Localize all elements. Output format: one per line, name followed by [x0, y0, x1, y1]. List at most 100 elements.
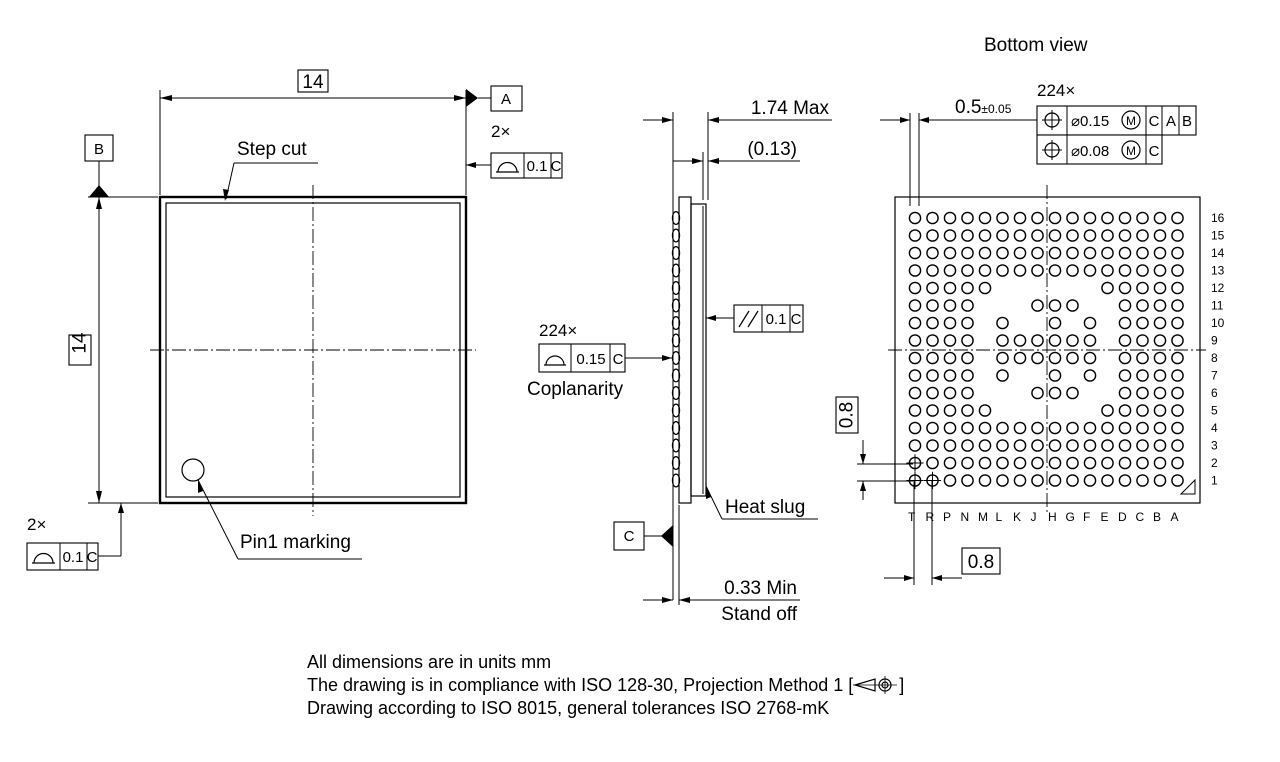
heat-slug-body [690, 203, 707, 497]
solder-ball [996, 246, 1009, 260]
solder-ball [1031, 439, 1044, 452]
solder-ball [1118, 334, 1132, 347]
solder-ball [1013, 246, 1027, 260]
solder-ball [1118, 351, 1132, 365]
solder-ball [1101, 229, 1114, 242]
solder-ball [1048, 386, 1062, 400]
solder-ball [961, 281, 974, 295]
row-label: 5 [1211, 404, 1218, 418]
solder-ball [1118, 299, 1132, 312]
row-label: 12 [1211, 281, 1225, 295]
side-solder-ball [671, 421, 681, 436]
solder-ball [1013, 439, 1027, 452]
solder-ball [1153, 211, 1167, 225]
horizontal-pitch-value: 0.8 [968, 552, 994, 573]
side-solder-ball [671, 333, 681, 348]
solder-ball [926, 229, 939, 242]
solder-ball [978, 211, 992, 225]
flatness-datum-top: C [551, 158, 562, 175]
solder-ball [961, 456, 974, 470]
solder-ball [926, 439, 939, 452]
solder-ball [1013, 211, 1027, 225]
side-solder-ball [671, 211, 681, 226]
solder-ball [1066, 264, 1079, 277]
ball-diameter-value: 0.5±0.05 [955, 97, 1012, 118]
solder-ball [1066, 456, 1079, 470]
max-height-value: 1.74 Max [751, 98, 830, 119]
solder-ball [1066, 386, 1079, 400]
solder-ball [1118, 229, 1132, 242]
solder-ball [1013, 264, 1027, 277]
solder-ball [943, 404, 957, 417]
solder-ball [978, 281, 992, 295]
solder-ball [1031, 211, 1044, 225]
solder-ball [1118, 281, 1132, 295]
solder-ball [1136, 316, 1149, 330]
solder-ball [1153, 474, 1167, 487]
solder-ball [1136, 246, 1149, 260]
side-solder-ball [671, 456, 681, 471]
solder-ball [996, 474, 1009, 487]
row-label: 15 [1211, 229, 1225, 243]
position-tol-1-value: ⌀0.15 [1071, 113, 1109, 130]
solder-ball [1048, 369, 1062, 382]
solder-ball [1118, 404, 1132, 417]
solder-ball [1083, 316, 1097, 330]
solder-ball [943, 439, 957, 452]
solder-ball [926, 421, 939, 435]
position-tol-2-value: ⌀0.08 [1071, 143, 1109, 160]
position-icon [1042, 110, 1062, 130]
solder-ball [1171, 386, 1184, 400]
coplanarity-datum: C [613, 351, 624, 368]
column-label: B [1153, 510, 1161, 524]
solder-ball [1153, 351, 1167, 365]
datum-c-symbol: C [613, 521, 673, 551]
column-label: J [1031, 510, 1037, 524]
solder-ball [908, 211, 922, 225]
solder-ball [926, 334, 939, 347]
first-angle-projection-icon [853, 676, 898, 694]
solder-ball [1136, 421, 1149, 435]
solder-ball [943, 351, 957, 365]
solder-ball [1013, 334, 1027, 347]
solder-ball [1048, 299, 1062, 312]
row-label: 10 [1211, 316, 1225, 330]
solder-ball [996, 369, 1009, 382]
solder-ball [943, 456, 957, 470]
column-label: R [926, 510, 935, 524]
solder-ball [1066, 351, 1079, 365]
solder-ball [996, 211, 1009, 225]
solder-ball [1048, 456, 1062, 470]
position-icon [1042, 140, 1062, 160]
solder-ball [1171, 334, 1184, 347]
solder-ball [1136, 474, 1149, 487]
coplanarity-frame: 224× 0.15 C Coplanarity [527, 321, 672, 400]
solder-ball [908, 299, 922, 312]
side-solder-ball [671, 316, 681, 331]
solder-ball [1013, 421, 1027, 435]
solder-ball [961, 246, 974, 260]
datum-b-label: B [94, 141, 104, 158]
solder-ball [1066, 334, 1079, 347]
height-dim-value: 14 [70, 332, 91, 354]
solder-ball [961, 211, 974, 225]
side-solder-ball [671, 386, 681, 401]
solder-ball [1136, 439, 1149, 452]
position-tolerance-frames: 224× ⌀0.15 M C A B ⌀0.08 M C [1036, 81, 1197, 165]
height-dim-box [68, 334, 92, 366]
solder-ball [1048, 439, 1062, 452]
ball-center-crosshair [906, 454, 924, 472]
solder-ball [961, 334, 974, 347]
solder-ball [1118, 474, 1132, 487]
solder-ball [978, 421, 992, 435]
solder-ball [1083, 246, 1097, 260]
solder-ball [1153, 404, 1167, 417]
standoff-dimension: 0.33 Min Stand off [643, 505, 800, 625]
row-label: 2 [1211, 456, 1218, 470]
width-dim-value: 14 [302, 72, 324, 93]
datum-a-symbol: A [466, 85, 523, 112]
step-cut-leader: Step cut [223, 139, 318, 201]
solder-ball [1153, 281, 1167, 295]
side-solder-ball [671, 246, 681, 261]
